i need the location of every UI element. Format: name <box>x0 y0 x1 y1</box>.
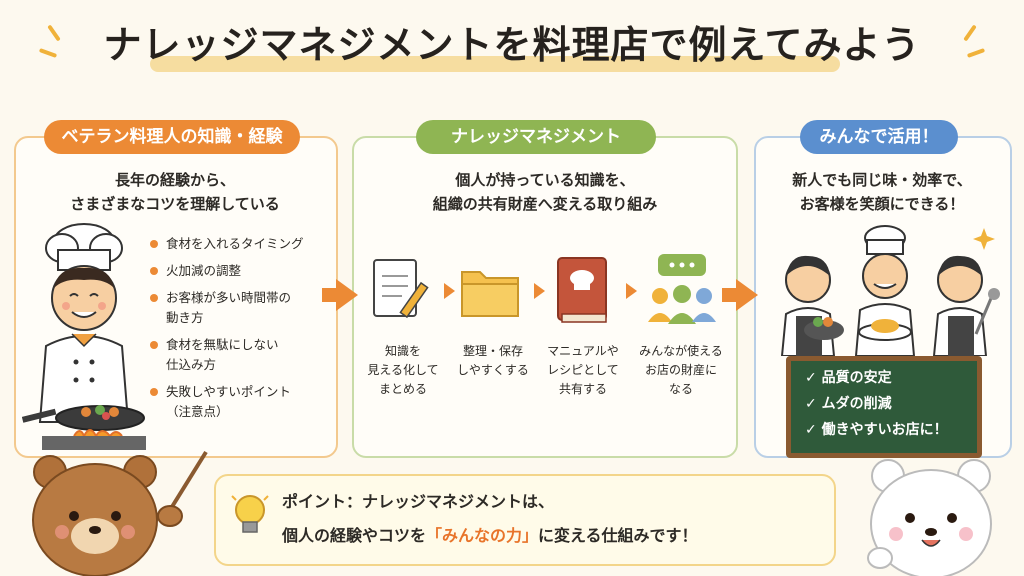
km-heading: ナレッジマネジメント <box>416 120 656 154</box>
board-item: ✓ 品質の安定 <box>805 370 892 386</box>
list-item: お客様が多い時間帯の動き方 <box>148 288 334 328</box>
veteran-chef-illustration <box>22 223 146 450</box>
callout-line1: ポイント：ナレッジマネジメントは、 <box>282 492 555 511</box>
list-item: 失敗しやすいポイント（注意点） <box>148 382 334 422</box>
callout-emphasis: 「みんなの力」 <box>426 526 539 545</box>
team-description: 新人でも同じ味・効率で、 お客様を笑顔にできる！ <box>792 171 972 213</box>
team-chat-icon <box>648 254 716 324</box>
team-heading: みんなで活用！ <box>800 120 958 154</box>
step-caption: 整理・保存しやすくする <box>457 344 529 377</box>
flow-arrow-icon <box>336 279 358 311</box>
step-arrow-icon <box>534 283 545 299</box>
chalkboard: ✓ 品質の安定 ✓ ムダの削減 ✓ 働きやすいお店に！ <box>786 356 982 458</box>
step-caption: みんなが使えるお店の財産になる <box>639 344 723 396</box>
flow-arrow-stem <box>722 288 738 302</box>
manual-book-icon <box>557 257 607 323</box>
veteran-description: 長年の経験から、 さまざまなコツを理解している <box>70 171 280 213</box>
step-caption: 知識を見える化してまとめる <box>367 344 439 396</box>
notepad-icon <box>373 259 429 319</box>
step-arrow-icon <box>444 283 455 299</box>
step-caption: マニュアルやレシピとして共有する <box>547 344 619 396</box>
team-staff-illustration <box>780 225 1000 356</box>
lightbulb-icon <box>231 495 269 533</box>
list-item: 食材を無駄にしない仕込み方 <box>148 335 334 375</box>
point-callout <box>214 474 836 566</box>
veteran-skill-list: 食材を入れるタイミング 火加減の調整 お客様が多い時間帯の動き方 食材を無駄にし… <box>148 234 334 429</box>
white-bear-illustration <box>867 459 992 576</box>
title-highlight <box>150 56 840 72</box>
km-description: 個人が持っている知識を、 組織の共有財産へ変える取り組み <box>432 171 658 213</box>
board-item: ✓ ムダの削減 <box>805 396 892 412</box>
list-item: 火加減の調整 <box>148 261 334 281</box>
callout-line2: 個人の経験やコツを「みんなの力」に変える仕組みです！ <box>282 526 698 545</box>
step-arrow-icon <box>626 283 637 299</box>
page-title: ナレッジマネジメントを料理店で例えてみよう <box>103 23 921 67</box>
folder-icon <box>461 271 519 317</box>
board-item: ✓ 働きやすいお店に！ <box>805 422 948 438</box>
brown-bear-illustration <box>32 450 208 576</box>
flow-arrow-stem <box>322 288 338 302</box>
veteran-heading: ベテラン料理人の知識・経験 <box>44 120 300 154</box>
list-item: 食材を入れるタイミング <box>148 234 334 254</box>
flow-arrow-icon <box>736 279 758 311</box>
